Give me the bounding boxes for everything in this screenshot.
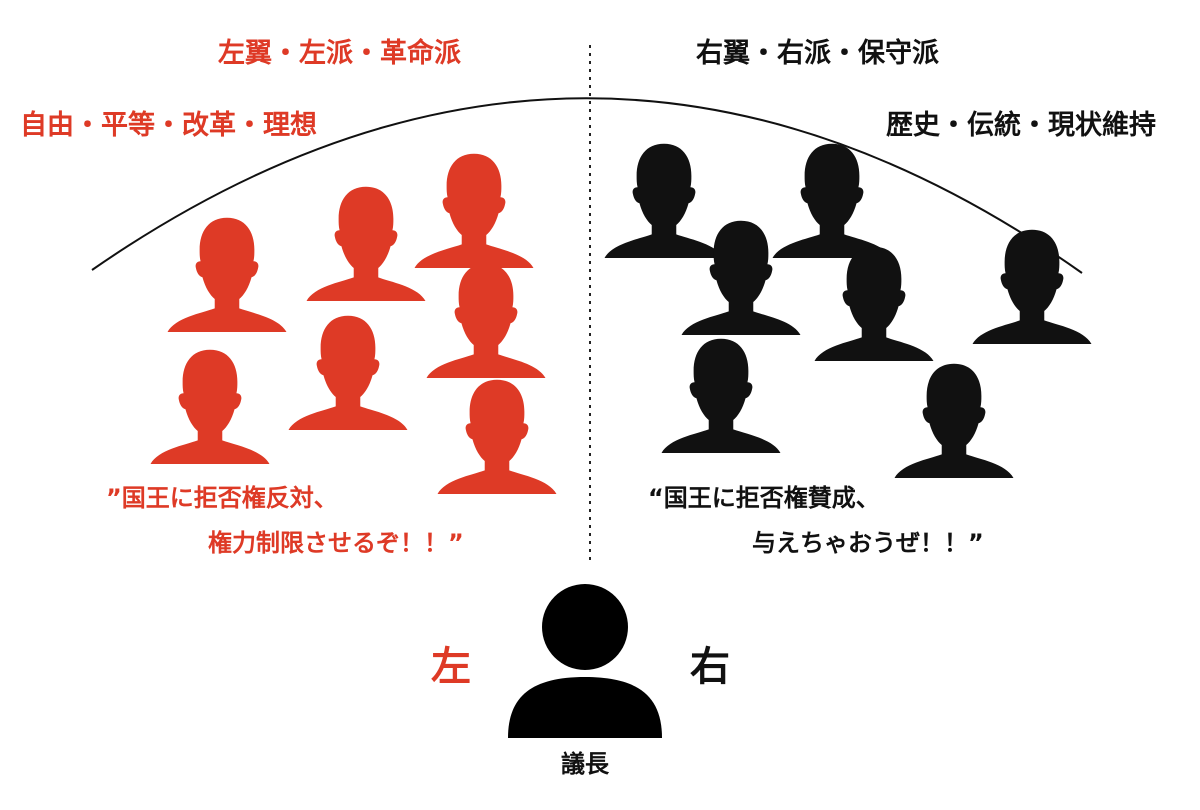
person-silhouette-icon <box>772 143 892 258</box>
left-quote-line1: ”国王に拒否権反対、 <box>106 484 338 512</box>
person-silhouette-icon <box>150 349 270 464</box>
person-silhouette-icon <box>604 143 724 258</box>
person-silhouette-icon <box>894 363 1014 478</box>
person-silhouette-icon <box>426 263 546 378</box>
person-silhouette-icon <box>288 315 408 430</box>
right-members <box>604 143 1092 478</box>
left-values: 自由・平等・改革・理想 <box>20 110 317 141</box>
person-icon <box>508 584 662 738</box>
person-silhouette-icon <box>167 217 287 332</box>
person-silhouette-icon <box>681 220 801 335</box>
person-silhouette-icon <box>414 153 534 268</box>
person-silhouette-icon <box>814 246 934 361</box>
right-quote-line1: “国王に拒否権賛成、 <box>648 484 880 512</box>
person-silhouette-icon <box>661 338 781 453</box>
left-side-label: 左 <box>431 644 471 690</box>
right-wing-label: 右翼・右派・保守派 <box>696 38 939 69</box>
right-values: 歴史・伝統・現状維持 <box>886 110 1156 141</box>
person-silhouette-icon <box>972 229 1092 344</box>
person-silhouette-icon <box>306 186 426 301</box>
chair-label: 議長 <box>561 750 609 778</box>
right-quote-line2: 与えちゃおうぜ！！” <box>752 529 984 557</box>
left-wing-label: 左翼・左派・革命派 <box>218 38 461 69</box>
assembly-arc <box>91 97 1083 274</box>
right-side-label: 右 <box>690 644 730 690</box>
left-members <box>150 153 557 494</box>
left-quote-line2: 権力制限させるぞ！！” <box>208 529 464 557</box>
person-silhouette-icon <box>437 379 557 494</box>
